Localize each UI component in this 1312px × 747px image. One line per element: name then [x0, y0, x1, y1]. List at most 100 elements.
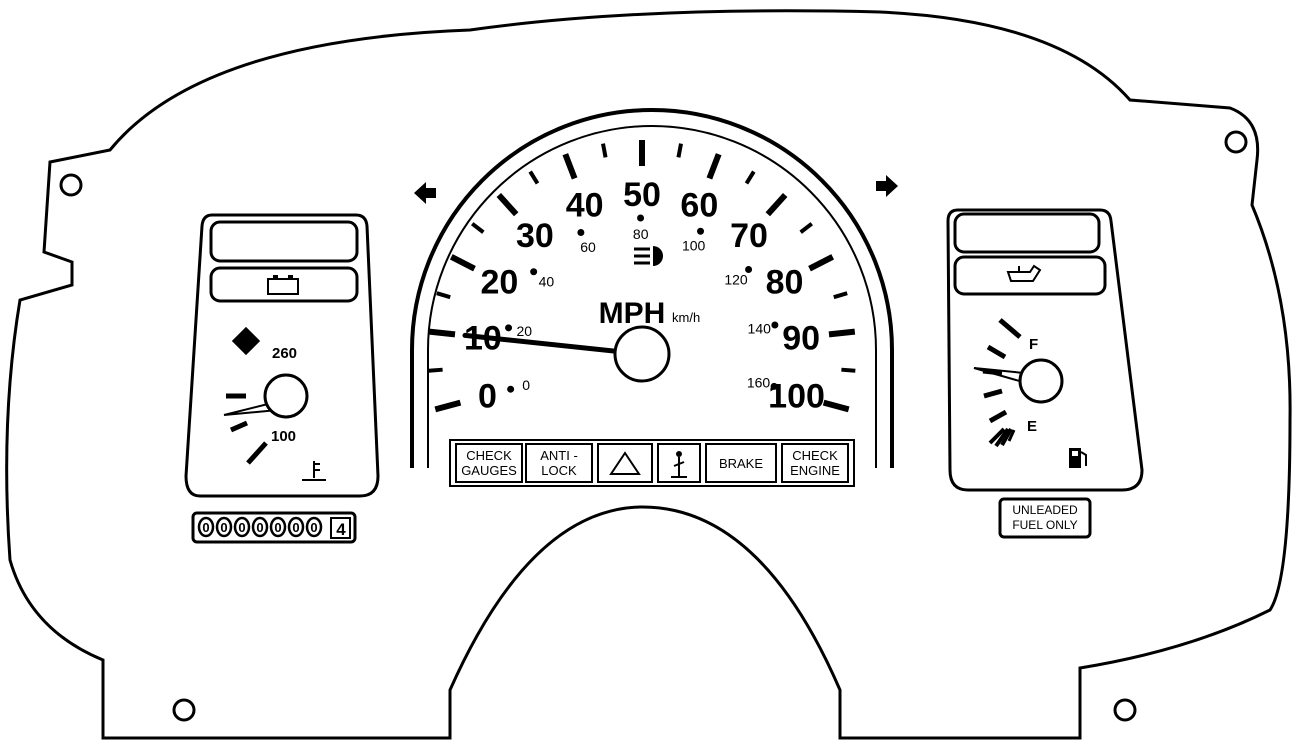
fuel-low-marker-icon [988, 427, 1016, 448]
warning-panel-frame [449, 439, 855, 487]
fuel-full-label: F [1029, 336, 1038, 353]
warning-light-label: CHECK [466, 448, 512, 463]
speed-minor-tick [428, 367, 443, 373]
speed-major-tick [822, 399, 850, 413]
kmh-label: 60 [580, 239, 596, 255]
odometer-digit-wheel [287, 516, 305, 538]
speed-major-tick [828, 328, 856, 338]
speed-unit-mph: MPH [599, 297, 666, 330]
temp-gauge-housing [184, 213, 380, 498]
mph-label: 90 [782, 319, 820, 357]
fuel-gauge-hub [1018, 358, 1064, 404]
speed-minor-tick [601, 143, 608, 158]
odometer-digit-wheel [251, 516, 269, 538]
kmh-label: 40 [539, 273, 555, 289]
warning-light-hazard-triangle [597, 443, 653, 483]
kmh-dot [505, 324, 513, 332]
speed-minor-tick [528, 170, 540, 185]
odometer-digit-wheel [305, 516, 323, 538]
mount-hole-left [59, 173, 83, 197]
odometer-tenths-box [330, 517, 351, 539]
kmh-label: 160 [747, 375, 771, 391]
kmh-dot [745, 265, 753, 273]
kmh-label: 120 [724, 271, 748, 287]
odometer-frame [191, 511, 357, 544]
odometer-digit: 0 [202, 520, 209, 535]
fuel-ticks [982, 318, 1022, 424]
seat-belt-icon [671, 451, 687, 478]
warning-light-brake: BRAKE [705, 443, 777, 483]
mph-label: 50 [623, 176, 661, 214]
odometer-digit: 0 [292, 520, 299, 535]
odometer-digit: 0 [310, 520, 317, 535]
speed-minor-tick [676, 143, 683, 158]
warning-light-label: GAUGES [461, 463, 517, 478]
odometer-digit-wheel [269, 516, 287, 538]
fuel-indicator-slot [953, 212, 1101, 254]
odometer-digit: 0 [256, 520, 263, 535]
odometer-digit: 0 [274, 520, 281, 535]
speed-major-tick [562, 153, 578, 180]
battery-icon [267, 275, 299, 295]
odometer-tenths: 4 [336, 520, 346, 539]
speed-minor-tick [833, 291, 848, 300]
oil-pressure-icon [1006, 264, 1042, 282]
warning-light-label: ANTI - [540, 448, 578, 463]
kmh-dot [637, 214, 645, 222]
speedometer-hub [613, 325, 671, 383]
fuel-tick [998, 318, 1022, 339]
temp-hot-marker-icon [231, 326, 261, 356]
odometer-digit-wheel [215, 516, 233, 538]
cluster-bezel-outline [5, 9, 1292, 740]
odometer-digit-wheel [197, 516, 215, 538]
mph-label: 80 [766, 263, 804, 301]
coolant-temp-icon [302, 461, 326, 481]
speed-minor-tick [841, 367, 856, 373]
mph-label: 40 [566, 187, 604, 225]
speedometer-ticks [428, 140, 856, 413]
warning-light-label: BRAKE [719, 456, 763, 471]
temp-tick [229, 420, 249, 433]
temp-high-label: 260 [272, 345, 297, 362]
kmh-dot [697, 227, 705, 235]
speedometer-needle [462, 332, 645, 357]
speed-major-tick [496, 192, 519, 217]
kmh-dot [771, 321, 779, 329]
kmh-label: 0 [522, 377, 530, 393]
mph-label: 70 [730, 217, 768, 255]
warning-light-label: CHECK [792, 448, 838, 463]
speed-minor-tick [436, 291, 451, 300]
warning-light-anti-lock: ANTI -LOCK [525, 443, 593, 483]
mount-hole-right [1224, 130, 1248, 154]
temp-gauge-hub [263, 373, 309, 419]
speed-minor-tick [471, 222, 485, 234]
warning-light-seat-belt [657, 443, 701, 483]
kmh-dot [770, 382, 778, 390]
speed-unit-kmh: km/h [672, 310, 700, 325]
fuel-tick [988, 409, 1008, 424]
temp-indicator-slot [209, 220, 359, 263]
fuel-tick [986, 344, 1007, 360]
speedometer-inner-rim [427, 125, 877, 468]
unleaded-fuel-notice: UNLEADED FUEL ONLY [998, 497, 1092, 539]
temp-tick [246, 441, 268, 465]
speed-minor-tick [744, 170, 756, 185]
hazard-triangle-icon [609, 451, 641, 475]
speed-major-tick [765, 192, 788, 217]
speed-major-tick [706, 153, 722, 180]
mph-label: 0 [478, 377, 497, 415]
mph-label: 30 [516, 217, 554, 255]
mph-label: 60 [680, 187, 718, 225]
kmh-dot [530, 268, 538, 276]
speed-major-tick [808, 254, 835, 272]
mount-hole-bottom-left [172, 698, 196, 722]
fuel-gauge-housing [946, 208, 1144, 492]
right-turn-signal-icon [876, 175, 898, 197]
